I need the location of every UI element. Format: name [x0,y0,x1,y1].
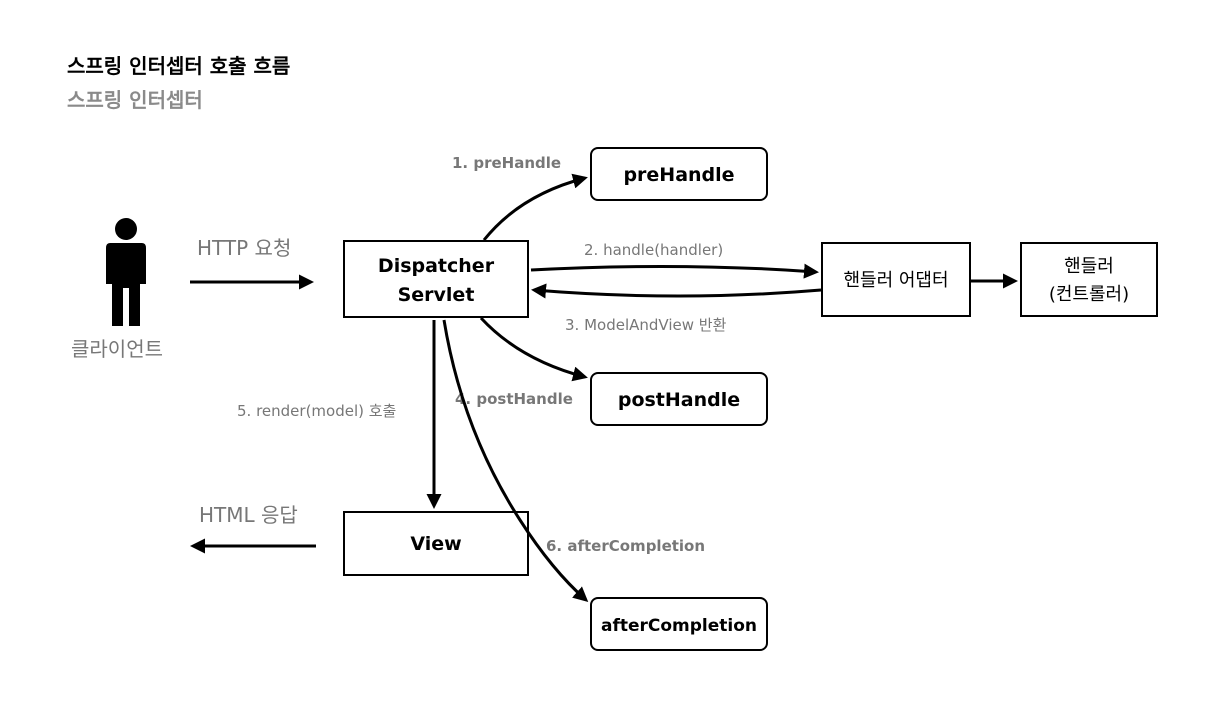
step5-label: 5. render(model) 호출 [237,402,396,420]
diagram-title: 스프링 인터셉터 호출 흐름 [67,54,291,78]
http-request-label: HTTP 요청 [197,236,291,260]
step2-label: 2. handle(handler) [584,241,723,259]
handler-label-line2: (컨트롤러) [1049,284,1129,305]
client-person-icon [106,218,146,326]
modelandview-arrow [531,283,822,299]
http-response-label: HTML 응답 [199,503,298,527]
posthandle-box [590,372,768,426]
aftercompletion-box-label: afterCompletion [601,616,757,636]
posthandle-arrow [479,316,588,382]
prehandle-box [590,147,768,201]
client-label: 클라이언트 [71,337,163,361]
dispatcher-servlet-label-line2: Servlet [398,284,475,306]
posthandle-box-label: postHandle [618,389,740,411]
handler-box [1020,242,1158,317]
step6-label: 6. afterCompletion [546,537,705,555]
aftercompletion-arrow [442,319,589,602]
step1-label: 1. preHandle [452,154,561,172]
dispatcher-servlet-box [343,240,529,318]
aftercompletion-box [590,597,768,651]
handle-arrow [530,263,819,279]
handler-adapter-label: 핸들러 어댑터 [843,270,948,291]
diagram-subtitle: 스프링 인터셉터 [67,88,203,112]
handler-adapter-box [821,242,971,317]
prehandle-box-label: preHandle [623,164,734,186]
step4-label: 4. postHandle [455,390,573,408]
step3-label: 3. ModelAndView 반환 [565,316,727,334]
view-box-label: View [410,533,461,555]
dispatcher-servlet-label-line1: Dispatcher [378,255,495,277]
handler-label-line1: 핸들러 [1064,256,1114,277]
view-box [343,511,529,576]
prehandle-arrow [482,173,588,241]
